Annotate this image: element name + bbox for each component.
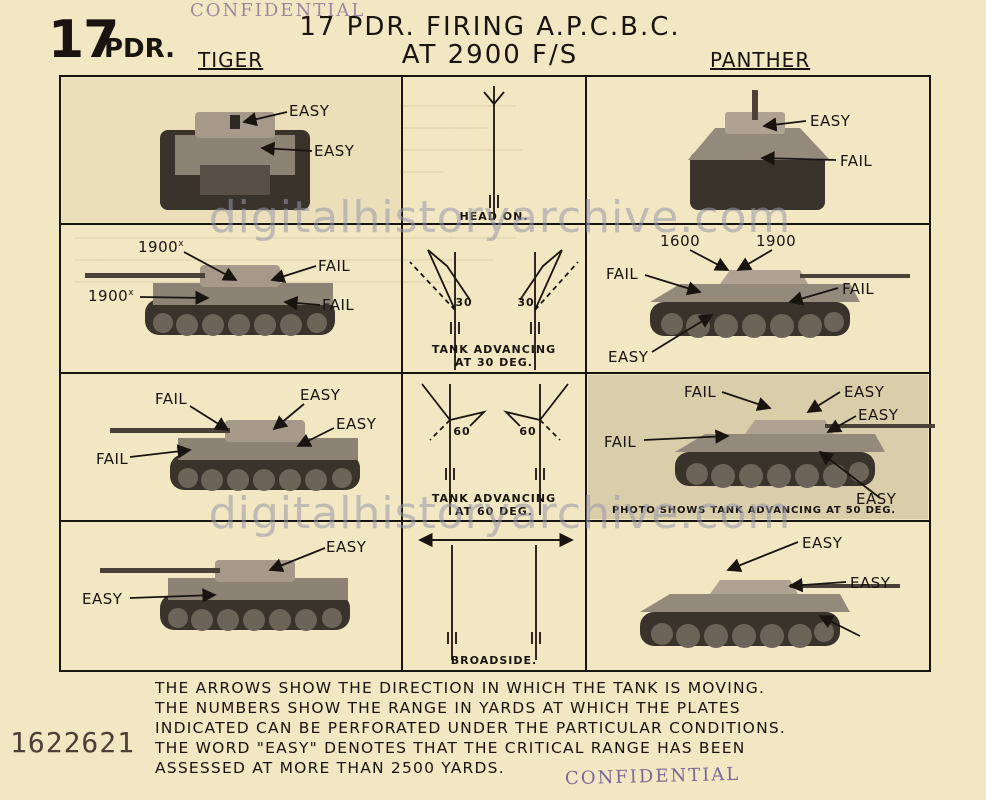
panther-r2-turret-label: FAIL: [606, 265, 639, 283]
diagram-60-caption-b: AT 60 DEG.: [455, 505, 533, 518]
tiger-arrows: [129, 111, 335, 603]
panther-r3-caption: PHOTO SHOWS TANK ADVANCING AT 50 DEG.: [612, 505, 896, 516]
panther-r1-hull-label: FAIL: [840, 152, 873, 170]
tiger-r2-hull-range: 1900x: [88, 287, 135, 305]
panther-r4-hull-label: EASY: [850, 574, 891, 592]
diagram-60-angle-left: 60: [453, 425, 471, 438]
calibre-unit: PDR.: [104, 34, 176, 64]
footnote: THE ARROWS SHOW THE DIRECTION IN WHICH T…: [155, 678, 786, 778]
watermark-lower: digitalhistoryarchive.com: [208, 488, 792, 539]
panther-r2-hull-lower-label: EASY: [608, 348, 649, 366]
diagram-head-on: [483, 86, 505, 220]
column-heading-tiger: TIGER: [198, 48, 264, 72]
tiger-r3-turret-label: EASY: [300, 386, 341, 404]
panther-r3-mantlet-label: FAIL: [684, 383, 717, 401]
panther-r1-turret-label: EASY: [810, 112, 851, 130]
diagram-30-angle-right: 30: [517, 296, 535, 309]
panther-r2-range-right: 1900: [756, 232, 797, 250]
tiger-r2-turret-label: FAIL: [318, 257, 351, 275]
table-frame: [59, 75, 931, 672]
confidential-stamp-top: CONFIDENTIAL: [190, 0, 366, 21]
column-heading-panther: PANTHER: [710, 48, 811, 72]
tiger-r2-hull-label: FAIL: [322, 296, 355, 314]
watermark-upper: digitalhistoryarchive.com: [208, 192, 792, 243]
tiger-r1-hull-label: EASY: [314, 142, 355, 160]
diagram-60deg: [421, 383, 569, 515]
diagram-30deg: [409, 249, 579, 370]
footnote-line: ASSESSED AT MORE THAN 2500 YARDS.: [155, 759, 505, 777]
panther-r3-turret-label: EASY: [844, 383, 885, 401]
diagram-60-caption-a: TANK ADVANCING: [431, 492, 557, 505]
tiger-r3-mantlet-label: FAIL: [155, 390, 188, 408]
serial-number: 1622621: [10, 726, 136, 759]
tiger-r4-hull-label: EASY: [82, 590, 123, 608]
footnote-line: THE ARROWS SHOW THE DIRECTION IN WHICH T…: [155, 679, 766, 697]
tiger-r1-turret-label: EASY: [289, 102, 330, 120]
panther-r3-lower-label: EASY: [856, 490, 897, 508]
tiger-photo-broadside: [100, 560, 350, 631]
tiger-r3-hull-label: FAIL: [96, 450, 129, 468]
panther-r3-glacis-label: FAIL: [604, 433, 637, 451]
footnote-line: THE WORD "EASY" DENOTES THAT THE CRITICA…: [155, 739, 746, 757]
panther-r4-turret-label: EASY: [802, 534, 843, 552]
tiger-r3-turret-side-label: EASY: [336, 415, 377, 433]
diagram-broadside: [418, 532, 574, 660]
page-title-line1: 17 PDR. FIRING A.P.C.B.C.: [299, 12, 681, 42]
page-title-line2: AT 2900 F/S: [401, 40, 579, 70]
panther-r2-hull-right-label: FAIL: [842, 280, 875, 298]
panther-r2-range-left: 1600: [660, 232, 701, 250]
footnote-line: THE NUMBERS SHOW THE RANGE IN YARDS AT W…: [155, 699, 741, 717]
diagram-30-angle-left: 30: [455, 296, 473, 309]
diagram-60-angle-right: 60: [519, 425, 537, 438]
panther-arrows: [643, 117, 881, 637]
footnote-line: INDICATED CAN BE PERFORATED UNDER THE PA…: [155, 719, 787, 737]
diagram-30-caption-a: TANK ADVANCING: [431, 343, 557, 356]
tiger-r4-turret-label: EASY: [326, 538, 367, 556]
panther-r3-turret-side-label: EASY: [858, 406, 899, 424]
diagram-head-on-caption: HEAD ON.: [459, 210, 529, 223]
diagram-30-caption-b: AT 30 DEG.: [455, 356, 533, 369]
tiger-r2-turret-range: 1900x: [138, 238, 185, 256]
diagram-broadside-caption: BROADSIDE.: [450, 654, 538, 667]
calibre-number: 17: [48, 10, 119, 70]
